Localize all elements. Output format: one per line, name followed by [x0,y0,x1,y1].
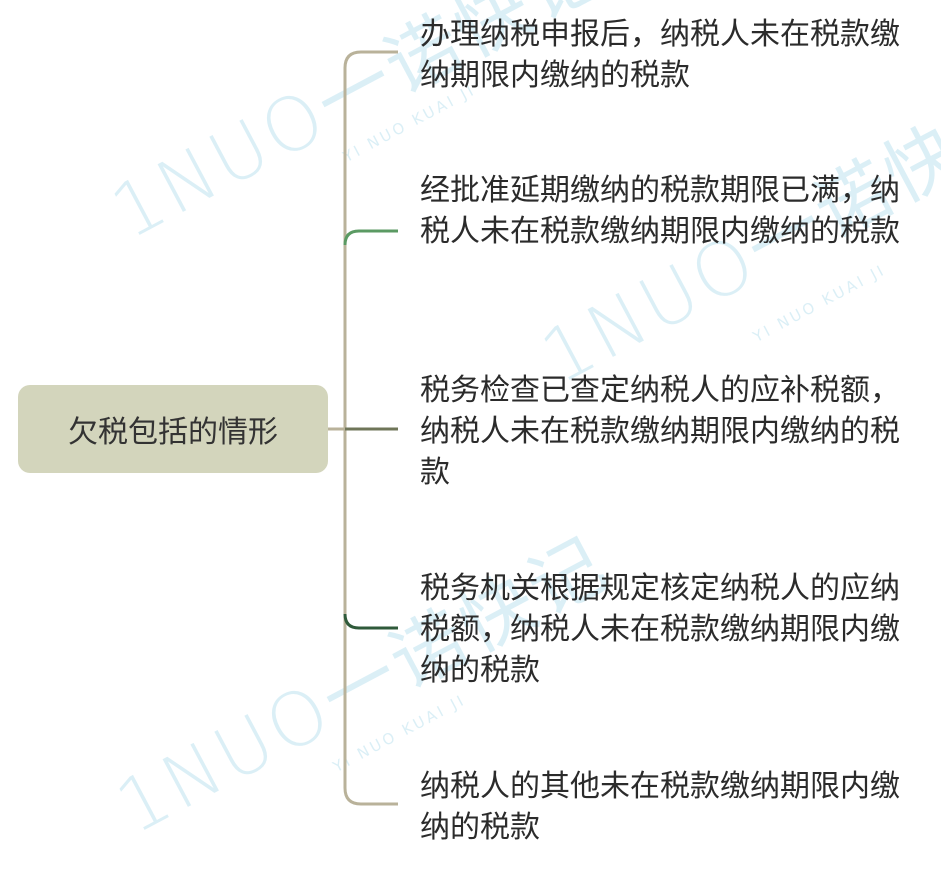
branch-connector-1 [343,50,398,69]
root-label: 欠税包括的情形 [68,415,278,450]
branch-node-4[interactable]: 税务机关根据规定核定纳税人的应纳税额，纳税人未在税款缴纳期限内缴纳的税款 [420,571,900,688]
branch-node-5[interactable]: 纳税人的其他未在税款缴纳期限内缴纳的税款 [420,769,900,845]
root-node[interactable]: 欠税包括的情形 [18,385,328,473]
branch-connector-5 [343,787,398,806]
branch-connector-4 [343,613,398,630]
branch-node-2[interactable]: 经批准延期缴纳的税款期限已满，纳税人未在税款缴纳期限内缴纳的税款 [420,173,900,249]
branch-connector-2 [343,229,398,246]
branch-node-1[interactable]: 办理纳税申报后，纳税人未在税款缴纳期限内缴纳的税款 [420,17,900,93]
branch-node-3[interactable]: 税务检查已查定纳税人的应补税额，纳税人未在税款缴纳期限内缴纳的税款 [420,373,900,490]
